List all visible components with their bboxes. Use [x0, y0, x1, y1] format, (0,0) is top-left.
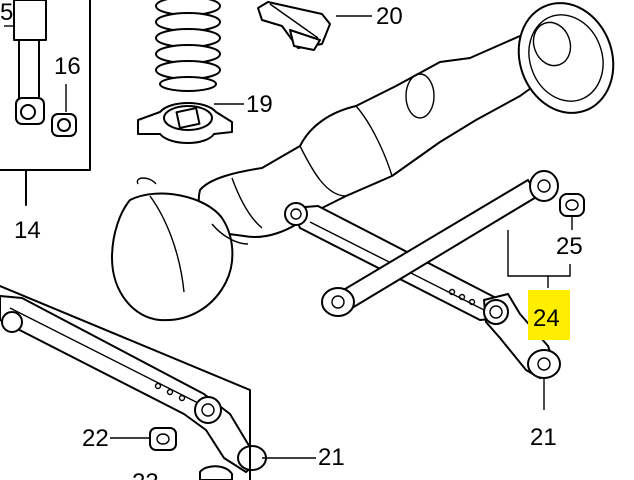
label-21-right: 21: [530, 424, 557, 451]
coil-spring: [155, 0, 221, 92]
leader-lines: [110, 15, 573, 459]
label-23: 23: [132, 469, 159, 480]
lateral-rod: [321, 170, 559, 317]
bushing-16: [51, 84, 77, 137]
brake-drum-left: [111, 177, 249, 322]
bracket-20: [257, 1, 331, 51]
label-25: 25: [556, 233, 583, 260]
inset-box-lower: [0, 285, 251, 480]
highlight-box-24: [528, 290, 570, 340]
label-20: 20: [376, 3, 403, 30]
trailing-arm-21: [0, 295, 267, 480]
bushing-25: [559, 193, 585, 217]
label-24: 24: [533, 305, 560, 332]
brake-drum-right: [517, 2, 615, 114]
inset-box: [0, 0, 91, 206]
label-5: 5: [0, 0, 13, 26]
label-19: 19: [246, 91, 273, 118]
label-21-left: 21: [318, 444, 345, 471]
spring-seat-19: [137, 102, 233, 144]
label-22: 22: [82, 425, 109, 452]
bushing-22: [149, 427, 177, 451]
label-16: 16: [54, 53, 81, 80]
lower-arm-24: [483, 293, 561, 379]
label-14: 14: [14, 217, 41, 244]
shock-absorber: [4, 0, 47, 125]
